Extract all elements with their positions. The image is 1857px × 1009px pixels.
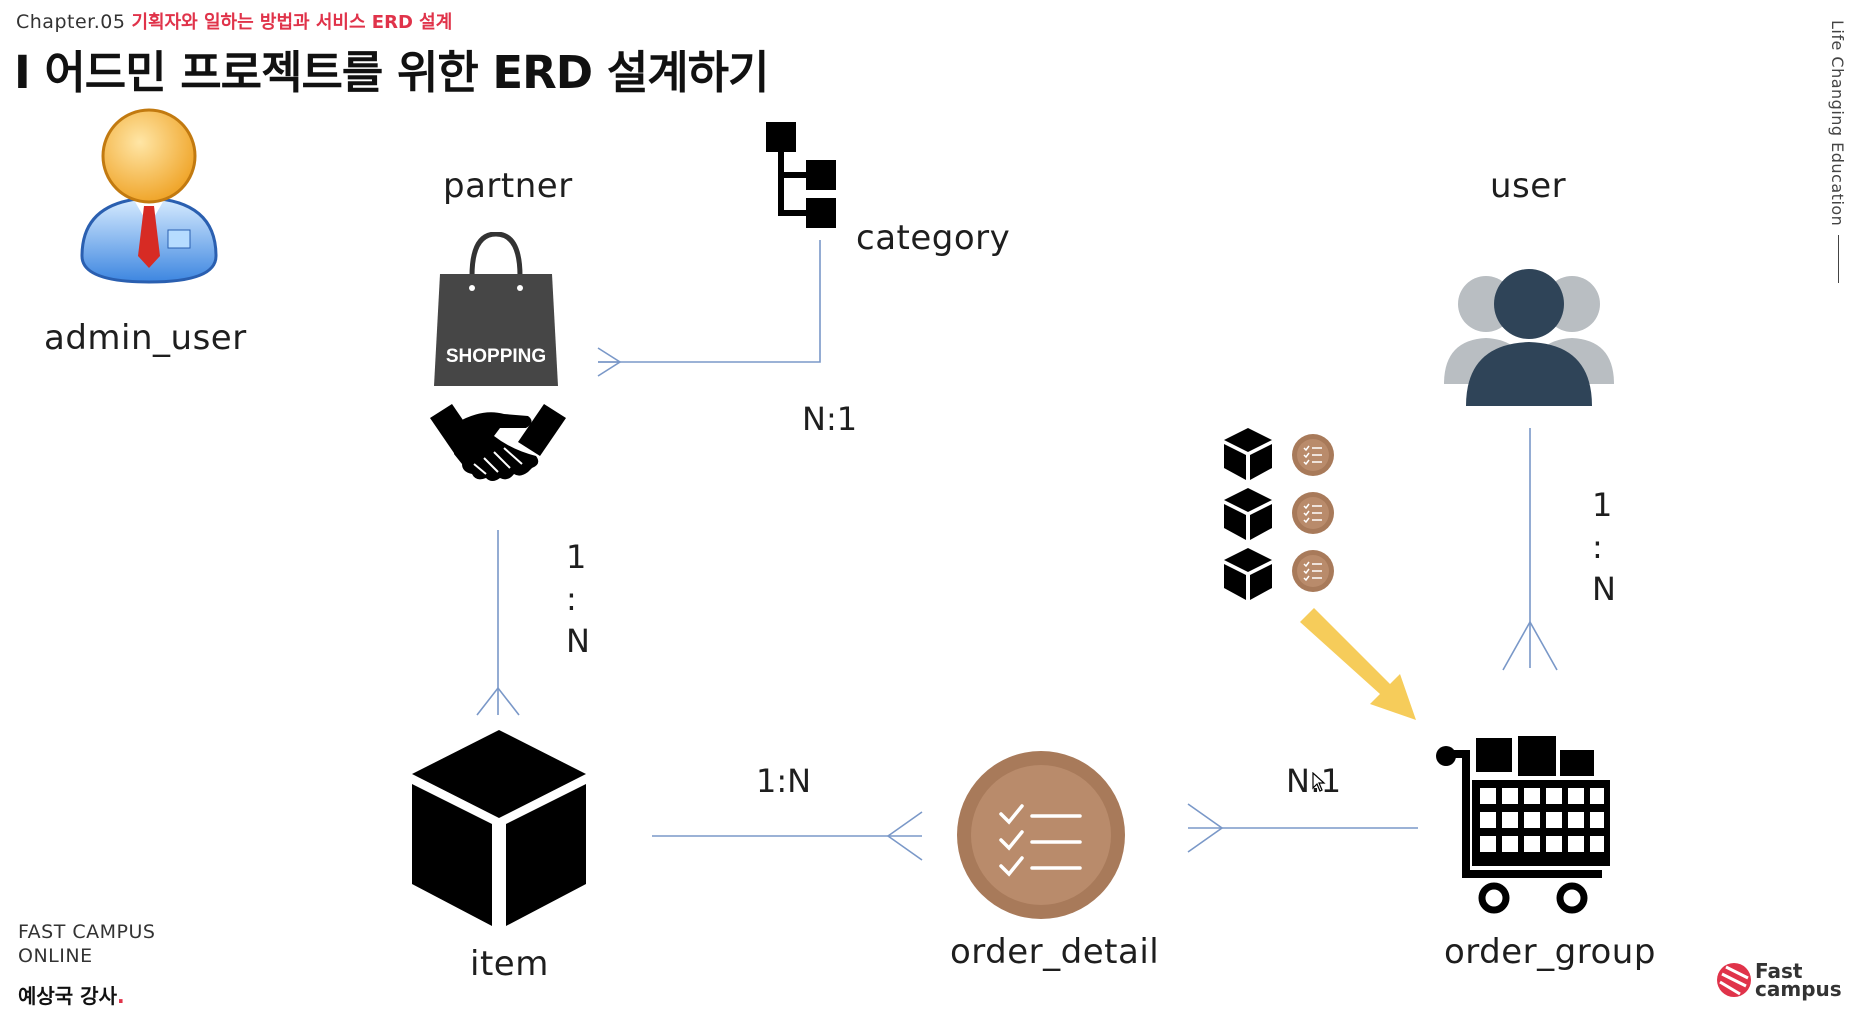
item-box-icon — [412, 730, 586, 926]
brand-line1: Fast — [1755, 959, 1803, 983]
relation-partner-item-colon: : — [566, 580, 577, 618]
school-name-line2: ONLINE — [18, 945, 93, 967]
flow-arrow-icon — [1300, 608, 1416, 720]
admin-user-icon — [80, 108, 218, 284]
entity-label-category: category — [856, 218, 1011, 258]
chapter-number: Chapter.05 — [16, 11, 126, 33]
instructor-label: 예상국 강사 — [18, 984, 117, 1008]
relation-partner-category: N:1 — [802, 400, 858, 438]
chapter-subtitle: 기획자와 일하는 방법과 서비스 ERD 설계 — [131, 12, 453, 33]
mouse-pointer-icon — [1312, 772, 1326, 792]
side-slogan: Life Changing Education — [1828, 20, 1847, 227]
brand-line2: campus — [1755, 977, 1842, 1001]
fastcampus-logo-icon — [1717, 963, 1751, 997]
shopping-bag-text: SHOPPING — [446, 346, 546, 367]
school-name: FAST CAMPUS ONLINE — [18, 920, 155, 968]
side-divider — [1838, 235, 1839, 283]
instructor-dot: . — [116, 984, 125, 1008]
entity-label-item: item — [470, 944, 549, 984]
entity-label-order-detail: order_detail — [950, 932, 1160, 972]
relation-partner-item-one: 1 — [566, 538, 587, 576]
user-group-icon — [1444, 269, 1614, 406]
crowfoot-detail-right — [1187, 803, 1224, 853]
shopping-bag-icon: SHOPPING — [434, 232, 558, 386]
crowfoot-partner — [597, 347, 622, 377]
brand-wordmark: Fast campus — [1755, 959, 1842, 1001]
instructor-name: 예상국 강사. — [18, 980, 125, 1009]
school-name-line1: FAST CAMPUS — [18, 921, 156, 943]
entity-label-admin-user: admin_user — [44, 318, 247, 358]
shopping-cart-icon — [1436, 736, 1610, 914]
crowfoot-order — [1502, 620, 1558, 671]
relation-user-order-one: 1 — [1592, 486, 1613, 524]
relation-item-detail: 1:N — [756, 762, 812, 800]
order-detail-checklist-icon — [957, 751, 1125, 919]
relation-partner-item-n: N — [566, 622, 590, 660]
entity-label-user: user — [1490, 166, 1567, 206]
category-tree-icon — [766, 122, 836, 228]
crowfoot-item — [476, 686, 520, 716]
product-checklist-cluster-icon — [1224, 428, 1335, 600]
connector-partner-category — [598, 240, 821, 363]
page-title: I 어드민 프로젝트를 위한 ERD 설계하기 — [14, 46, 769, 99]
entity-label-partner: partner — [443, 166, 573, 206]
handshake-icon — [430, 404, 566, 481]
crowfoot-detail — [886, 811, 923, 861]
relation-user-order-colon: : — [1592, 528, 1603, 566]
relation-user-order-n: N — [1592, 570, 1616, 608]
entity-label-order-group: order_group — [1444, 932, 1656, 972]
